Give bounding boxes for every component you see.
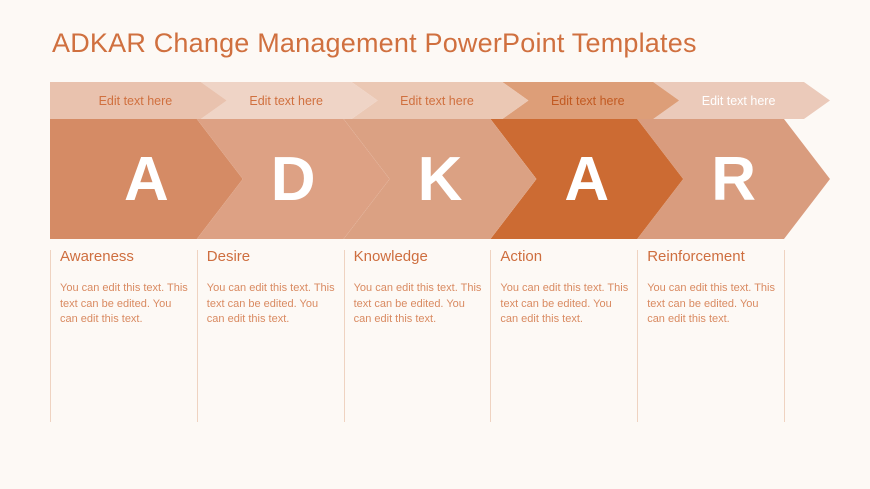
ribbon-label-1: Edit text here bbox=[98, 93, 173, 108]
caption-body-3[interactable]: You can edit this text. This text can be… bbox=[353, 282, 482, 325]
ribbon-label-3: Edit text here bbox=[400, 93, 474, 108]
caption-heading-4[interactable]: Action bbox=[500, 248, 543, 265]
ribbon-label-2: Edit text here bbox=[249, 93, 324, 108]
column-divider-2 bbox=[196, 250, 198, 422]
ribbon-arrow-5[interactable]: Edit text here bbox=[653, 82, 830, 119]
ribbon-arrow-3[interactable]: Edit text here bbox=[352, 82, 529, 119]
caption-body-4[interactable]: You can edit this text. This text can be… bbox=[500, 282, 629, 325]
ribbon-arrow-4[interactable]: Edit text here bbox=[502, 82, 679, 119]
page-title: ADKAR Change Management PowerPoint Templ… bbox=[52, 28, 697, 58]
column-divider-1 bbox=[50, 250, 51, 422]
column-divider-5 bbox=[637, 250, 639, 422]
ribbon-label-5: Edit text here bbox=[701, 93, 776, 108]
chevron-step-1[interactable] bbox=[50, 119, 243, 239]
ribbon-arrow-1[interactable]: Edit text here bbox=[50, 82, 227, 119]
ribbon-arrow-row: Edit text here Edit text here Edit text he… bbox=[50, 82, 830, 119]
caption-body-5[interactable]: You can edit this text. This text can be… bbox=[647, 282, 775, 325]
caption-body-1[interactable]: You can edit this text. This text can be… bbox=[60, 282, 188, 325]
ribbon-label-4: Edit text here bbox=[550, 93, 625, 108]
column-divider-4 bbox=[490, 250, 492, 422]
caption-heading-5[interactable]: Reinforcement bbox=[647, 248, 745, 265]
caption-heading-3[interactable]: Knowledge bbox=[353, 248, 428, 265]
ribbon-arrow-2[interactable]: Edit text here bbox=[201, 82, 378, 119]
caption-heading-1[interactable]: Awareness bbox=[60, 248, 134, 265]
column-divider-3 bbox=[343, 250, 345, 422]
caption-body-2[interactable]: You can edit this text. This text can be… bbox=[206, 282, 335, 325]
column-divider-6 bbox=[784, 250, 785, 422]
caption-heading-2[interactable]: Desire bbox=[206, 248, 251, 265]
